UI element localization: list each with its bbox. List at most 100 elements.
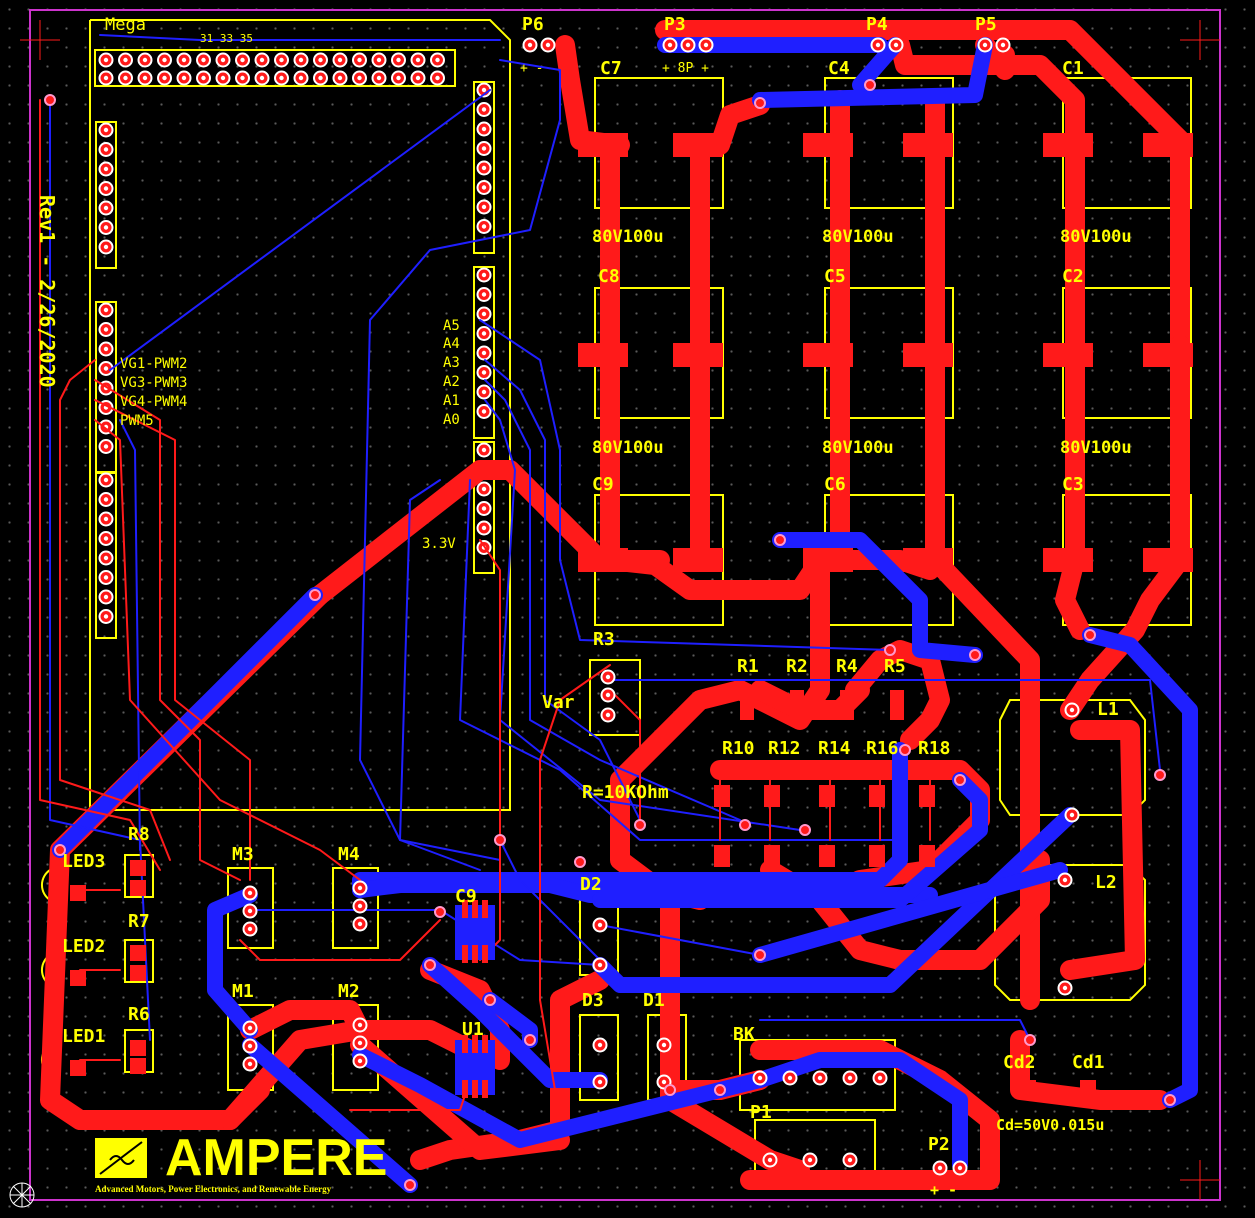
through-hole-pad-drill — [787, 1075, 793, 1081]
header-pin-drill — [103, 75, 109, 81]
r16-label: R16 — [866, 738, 899, 759]
header-pin-drill — [142, 75, 148, 81]
through-hole-pad-drill — [357, 903, 363, 909]
header-pin-drill — [103, 346, 109, 352]
header-pin-drill — [481, 185, 487, 190]
capacitor-pad — [1143, 548, 1193, 572]
header-pin-drill — [279, 57, 284, 63]
l1-label: L1 — [1097, 699, 1119, 720]
header-pin-drill — [259, 75, 265, 81]
c7-label: C7 — [600, 58, 622, 79]
via — [1164, 1094, 1176, 1106]
via — [754, 949, 766, 961]
header-pin-drill — [318, 75, 323, 81]
r14-label: R14 — [818, 738, 851, 759]
header-pin-drill — [103, 205, 109, 211]
header-pin-drill — [103, 127, 109, 133]
header-pin-drill — [298, 57, 304, 63]
header-pin-drill — [435, 75, 440, 81]
through-hole-pad-drill — [817, 1075, 823, 1081]
header-column-outline — [473, 266, 495, 439]
through-hole-pad-drill — [661, 1079, 667, 1085]
resistor-pad — [714, 845, 730, 867]
pin-a5-label: A5 — [443, 318, 460, 334]
through-hole-pad-drill — [982, 42, 988, 48]
via — [884, 644, 896, 656]
pin-a2-label: A2 — [443, 374, 460, 390]
resistor-pads — [70, 690, 1096, 1098]
via — [774, 534, 786, 546]
capacitor-pad — [673, 343, 723, 367]
via — [574, 856, 586, 868]
through-hole-pad-drill — [247, 1043, 253, 1049]
d1-label: D1 — [643, 990, 665, 1011]
header-pin-drill — [481, 506, 487, 511]
through-hole-pad-drill — [685, 42, 691, 48]
header-pin-drill — [481, 447, 487, 453]
r12-label: R12 — [768, 738, 801, 759]
m3-label: M3 — [232, 844, 254, 865]
resistor-pad — [714, 785, 730, 807]
via — [664, 1084, 676, 1096]
via — [739, 819, 751, 831]
mega-label: Mega — [105, 15, 146, 35]
through-hole-pad-drill — [357, 1022, 363, 1028]
header-pin-drill — [103, 147, 109, 152]
header-pin-drill — [103, 166, 109, 172]
capacitor-pad — [578, 343, 628, 367]
header-pin-drill — [481, 389, 487, 395]
led-resistor-pad — [130, 1058, 146, 1074]
header-pin-drill — [240, 57, 245, 63]
resistor-pad — [790, 690, 804, 720]
header-pin-drill — [220, 75, 226, 81]
via — [494, 834, 506, 846]
led-resistor-pad — [130, 965, 146, 981]
capacitor-pad — [673, 548, 723, 572]
via — [969, 649, 981, 661]
header-pin-drill — [103, 244, 109, 250]
header-pin-drill — [481, 311, 487, 317]
through-hole-pad-drill — [957, 1165, 963, 1171]
c6-label: C6 — [824, 474, 846, 495]
pwm5-label: PWM5 — [120, 413, 154, 429]
mega-outline — [89, 19, 511, 811]
header-pin-drill — [103, 225, 109, 230]
via — [309, 589, 321, 601]
header-pin-drill — [481, 272, 487, 278]
header-pin-drill — [357, 75, 362, 81]
header-pin-drill — [103, 477, 109, 483]
header-pin-drill — [481, 146, 487, 151]
header-column-outline — [95, 121, 117, 269]
capacitor-pad — [1143, 343, 1193, 367]
p2-label: P2 — [928, 1134, 950, 1155]
ampere-logo: AMPERE Advanced Motors, Power Electronic… — [95, 1129, 387, 1194]
through-hole-pad-drill — [807, 1157, 813, 1163]
header-pin-drill — [103, 307, 109, 313]
header-pin-drill — [103, 516, 109, 522]
d3-label: D3 — [582, 990, 604, 1011]
header-pin-drill — [181, 75, 187, 81]
p3-label: P3 — [664, 14, 686, 35]
capacitor-pads — [578, 133, 1193, 572]
cd-pad — [1080, 1080, 1096, 1098]
through-hole-pad-drill — [767, 1157, 773, 1163]
resistor-pad — [764, 785, 780, 807]
p1-label: P1 — [750, 1102, 772, 1123]
header-pin-drill — [103, 497, 109, 502]
r4-label: R4 — [836, 656, 858, 677]
via — [1024, 1034, 1036, 1046]
via — [524, 1034, 536, 1046]
r1-label: R1 — [737, 656, 759, 677]
through-hole-pad-drill — [247, 1061, 253, 1067]
r7-label: R7 — [128, 911, 150, 932]
header-pin-drill — [337, 57, 343, 63]
r10-label: R10 — [722, 738, 755, 759]
through-hole-pad-drill — [247, 926, 253, 932]
through-hole-pad-drill — [597, 1042, 603, 1048]
through-hole-pad-drill — [1000, 42, 1006, 48]
header-pin-drill — [103, 57, 109, 63]
header-pin-drill — [220, 57, 226, 63]
cd1-label: Cd1 — [1072, 1052, 1105, 1073]
mega-header-top — [94, 49, 456, 87]
